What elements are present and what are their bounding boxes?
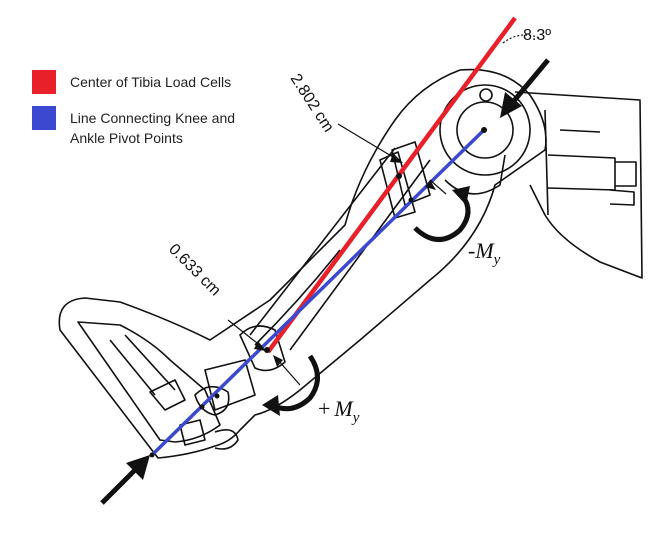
legend-item-red: Center of Tibia Load Cells <box>32 70 272 94</box>
angle-label: 8.3º <box>523 27 551 44</box>
socket-connector-2 <box>609 189 635 206</box>
knee-top-hole <box>479 88 493 102</box>
blue-swatch <box>32 106 56 130</box>
tibia-load-cell-center-line <box>266 16 517 354</box>
leg-silhouette <box>58 68 547 459</box>
knee-bracket <box>444 154 506 195</box>
lower-load-cell <box>239 325 286 372</box>
foot-inner <box>77 321 221 443</box>
ankle-pivot-dot <box>149 452 155 458</box>
pivot-points <box>149 127 487 458</box>
foot-block <box>149 379 186 411</box>
upper-load-cell-clamp <box>379 151 416 219</box>
socket-inner-line <box>544 109 549 216</box>
upper-offset-label: 2.802 cm <box>287 71 337 135</box>
pylon-right <box>289 159 431 351</box>
legend-label-blue: Line Connecting Knee and Ankle Pivot Poi… <box>70 110 236 146</box>
legend: Center of Tibia Load Cells Line Connecti… <box>32 70 272 160</box>
knee-housing <box>439 84 531 176</box>
upper-cell-dot-2 <box>408 197 414 203</box>
ankle-dot-2 <box>199 404 205 410</box>
calf-line <box>254 249 341 346</box>
ankle-block <box>204 359 256 411</box>
knee-inner-ring <box>456 101 514 159</box>
ankle-joint <box>194 385 230 416</box>
knee-force-arrow <box>500 58 550 118</box>
upper-load-cell <box>391 141 431 206</box>
legend-item-blue: Line Connecting Knee and Ankle Pivot Poi… <box>32 106 272 148</box>
positive-moment-arrow <box>262 354 320 416</box>
socket-connector <box>615 161 637 187</box>
foot-lines-1 <box>109 339 156 396</box>
angle-indicator: 8.3º <box>502 27 551 44</box>
ankle-force-arrow <box>100 455 150 505</box>
heel-box <box>179 419 206 446</box>
red-swatch <box>32 70 56 94</box>
upper-offset-dimension: 2.802 cm <box>287 71 447 195</box>
pylon-left <box>249 147 396 336</box>
heel-lower <box>214 429 239 450</box>
ankle-dot-1 <box>214 393 220 399</box>
lower-cell-dot <box>264 347 270 353</box>
socket-slot-2 <box>559 129 601 133</box>
upper-cell-dot <box>396 173 402 179</box>
negative-moment-arrow <box>413 186 471 242</box>
socket-slot-1 <box>547 154 616 191</box>
foot-lines-2 <box>124 334 176 391</box>
thigh-socket <box>514 91 643 279</box>
prosthesis-outline <box>58 68 643 459</box>
legend-label-red: Center of Tibia Load Cells <box>70 74 232 90</box>
lower-offset-label: 0.633 cm <box>165 241 224 300</box>
negative-moment-label: -My <box>468 238 501 268</box>
positive-moment-label: +My <box>318 396 360 426</box>
knee-pivot-dot <box>481 127 487 133</box>
